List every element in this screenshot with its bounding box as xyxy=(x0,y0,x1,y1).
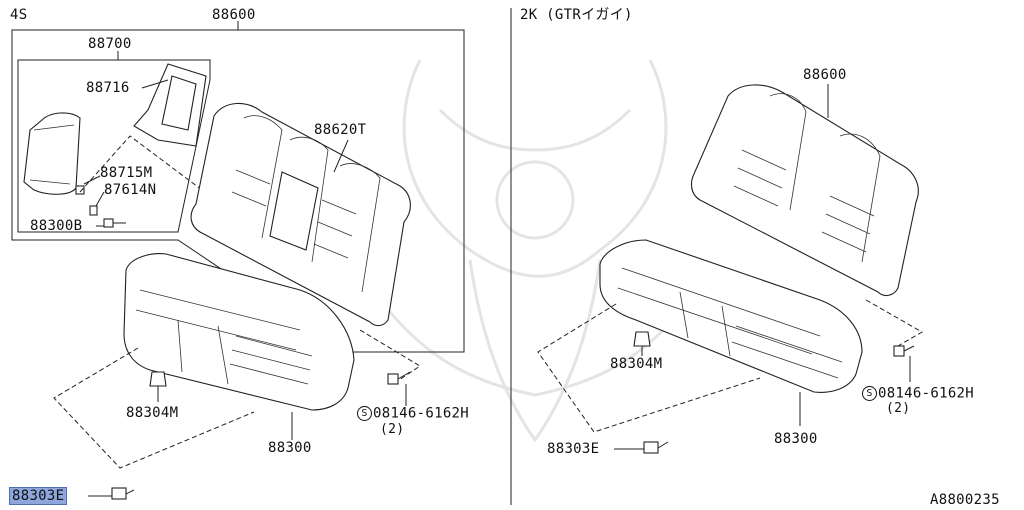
label-armrest-bracket[interactable]: 88716 xyxy=(86,80,130,96)
label-armrest-assy[interactable]: 88700 xyxy=(88,36,132,52)
label-armrest-part-b[interactable]: 87614N xyxy=(104,182,157,198)
armrest-bracket xyxy=(133,63,207,147)
bolt-symbol-left: S xyxy=(357,406,372,421)
seat-back-right xyxy=(690,84,919,297)
label-bolt-qty-left: (2) xyxy=(380,422,405,437)
label-cushion-clip-left[interactable]: 88304M xyxy=(126,405,179,421)
variant-label-left: 4S xyxy=(10,7,28,23)
seat-cushion-left xyxy=(123,253,355,411)
variant-label-right: 2K (GTRイガイ) xyxy=(520,7,633,23)
label-cushion-hook-right[interactable]: 88303E xyxy=(547,441,600,457)
seat-cushion-right xyxy=(599,239,863,393)
label-seat-back-assy-right[interactable]: 88600 xyxy=(803,67,847,83)
watermark-emblem xyxy=(378,59,692,443)
label-seat-back-assy-left[interactable]: 88600 xyxy=(212,7,256,23)
bolt-left xyxy=(387,371,411,406)
label-armrest-part-a[interactable]: 88715M xyxy=(100,165,153,181)
hook-left xyxy=(88,487,135,500)
label-bolt-code-right: 08146-6162H xyxy=(878,385,975,402)
label-seat-cushion-left[interactable]: 88300 xyxy=(268,440,312,456)
label-seat-back-trim[interactable]: 88620T xyxy=(314,122,367,138)
label-cushion-clip-right[interactable]: 88304M xyxy=(610,356,663,372)
clip-right xyxy=(633,331,651,356)
armrest-body xyxy=(23,112,81,195)
label-bolt-qty-right: (2) xyxy=(886,401,911,416)
assembly-box-88700 xyxy=(17,59,211,233)
label-bolt-code-left: 08146-6162H xyxy=(373,405,470,422)
armrest-fasteners xyxy=(75,175,126,228)
hook-right xyxy=(614,441,669,454)
diagram-id: A8800235 xyxy=(930,492,1000,508)
clip-left xyxy=(149,371,167,402)
label-armrest-screw[interactable]: 88300B xyxy=(30,218,83,234)
bolt-right xyxy=(893,345,915,382)
bolt-symbol-right: S xyxy=(862,386,877,401)
label-cushion-hook-left[interactable]: 88303E xyxy=(9,487,68,505)
label-seat-cushion-right[interactable]: 88300 xyxy=(774,431,818,447)
seat-back-left xyxy=(190,102,411,327)
